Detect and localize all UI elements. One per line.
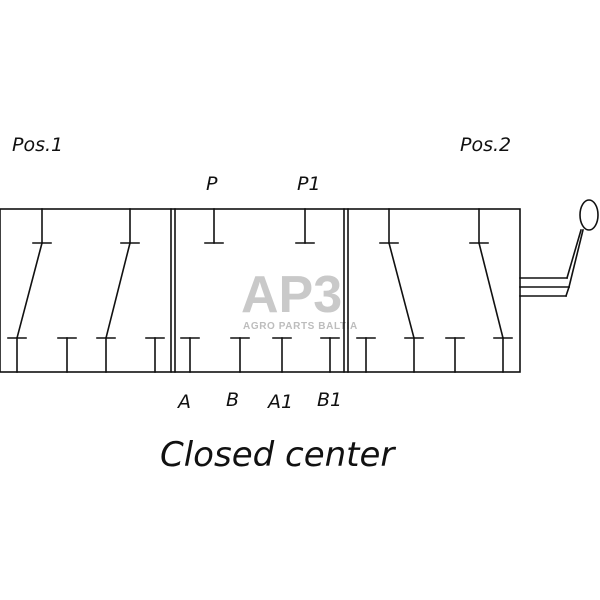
pos2-label: Pos.2	[460, 134, 511, 156]
pos2-section	[356, 208, 513, 373]
port-a1-label: A1	[266, 391, 293, 413]
watermark-logo: AP3 AGRO PARTS BALTIA	[241, 266, 358, 332]
diagram-caption: Closed center	[160, 435, 396, 475]
pos1-label: Pos.1	[12, 134, 63, 156]
port-a-label: A	[176, 391, 191, 413]
port-p1-label: P1	[297, 173, 321, 195]
port-p-label: P	[206, 173, 218, 195]
lever-knob-icon	[579, 199, 599, 231]
port-b-label: B	[226, 389, 239, 411]
section-divider-left	[170, 208, 176, 373]
pos1-section	[7, 208, 165, 373]
center-section	[180, 208, 340, 373]
watermark-tagline: AGRO PARTS BALTIA	[243, 321, 358, 332]
watermark-logo-text: AP3	[241, 266, 342, 324]
port-b1-label: B1	[317, 389, 342, 411]
section-divider-right	[343, 208, 349, 373]
valve-outer-box	[0, 208, 521, 373]
lever-actuator	[519, 199, 599, 298]
